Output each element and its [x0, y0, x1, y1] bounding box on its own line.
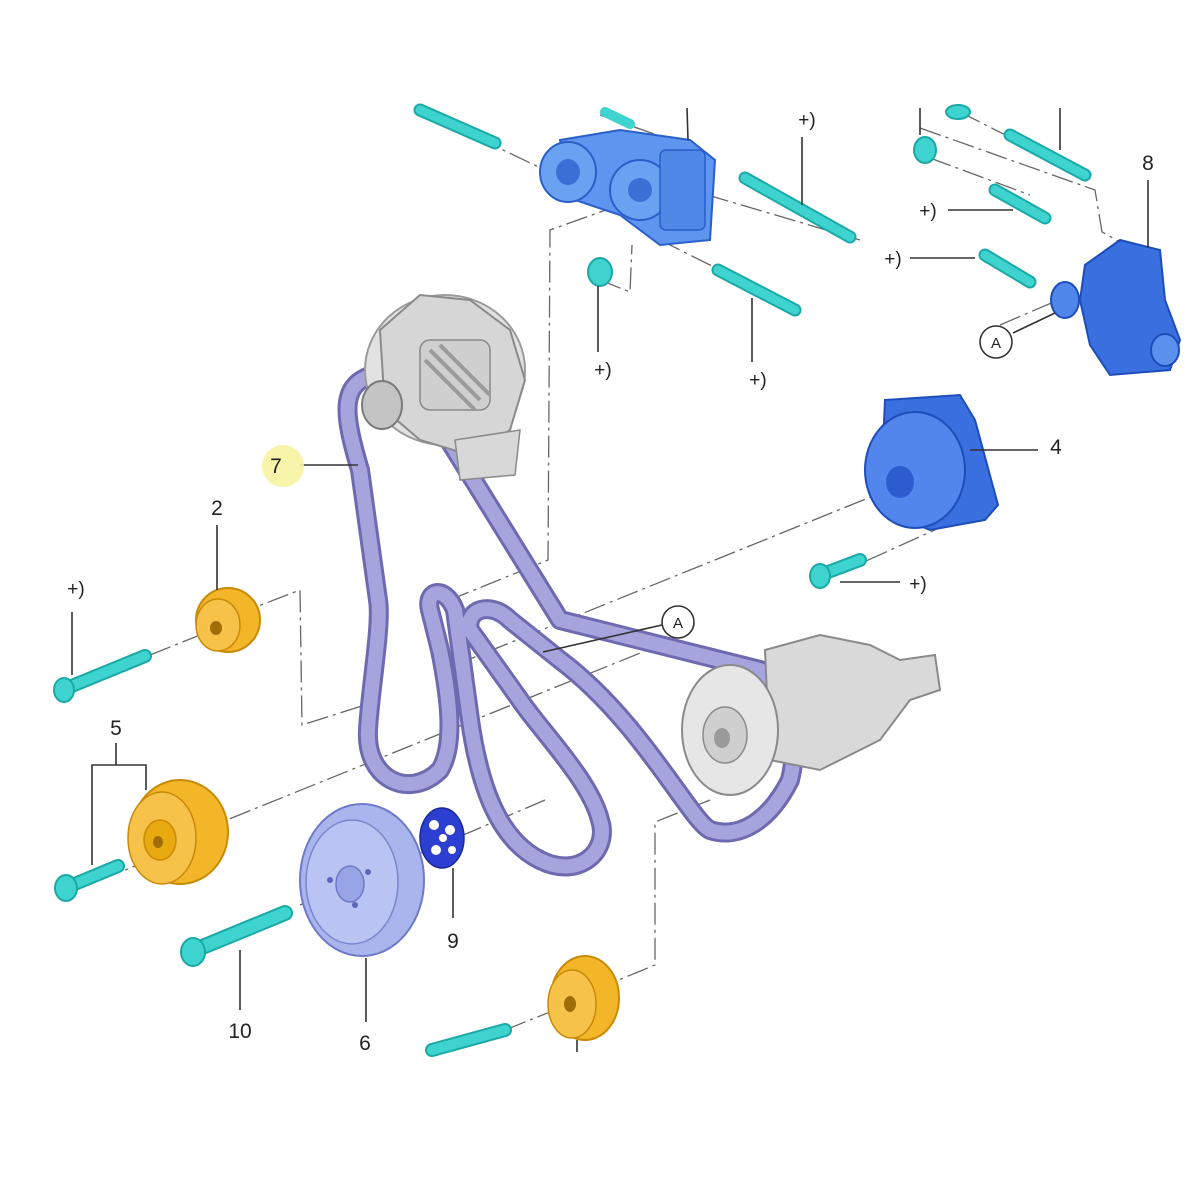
- plus-marker: +): [919, 201, 936, 222]
- water-pump-unit: [864, 393, 1000, 532]
- reference-marker-top: A: [979, 325, 1013, 359]
- leader-lines: [71, 107, 1149, 1052]
- top-bolts: [413, 103, 1092, 317]
- callout-10: 10: [228, 1020, 251, 1043]
- reference-letter: A: [673, 615, 683, 632]
- callout-numbers: 2 4 5 6 7 8 9 10: [110, 152, 1154, 1055]
- callout-6: 6: [359, 1032, 371, 1055]
- center-lines: [99, 107, 1139, 1031]
- plus-marker: +): [884, 249, 901, 270]
- bolt-water-pump: [809, 553, 867, 589]
- callout-8: 8: [1142, 152, 1154, 175]
- bolt-2: [53, 649, 152, 703]
- plus-marker: +): [749, 370, 766, 391]
- callout-7: 7: [270, 455, 282, 478]
- reference-marker-mid: A: [661, 605, 695, 639]
- spacer-plate-9: [419, 807, 465, 869]
- idler-pulley-bottom: [547, 955, 620, 1041]
- crankshaft-pulley: [299, 803, 425, 957]
- idler-pulley-2: [195, 587, 261, 653]
- bolt-5: [54, 859, 125, 902]
- bolt-bottom: [425, 1023, 512, 1057]
- callout-2: 2: [211, 497, 223, 520]
- callout-highlight: [262, 445, 304, 487]
- reference-letter: A: [991, 335, 1001, 352]
- plus-marker: +): [594, 360, 611, 381]
- idler-pulley-5: [127, 779, 229, 885]
- callout-5: 5: [110, 717, 122, 740]
- plus-marker: +): [67, 579, 84, 600]
- callout-4: 4: [1050, 436, 1062, 459]
- crank-bolt-10: [180, 905, 293, 967]
- plus-marker: +): [909, 574, 926, 595]
- water-pump-grey: [681, 633, 942, 796]
- poly-v-belt: [337, 362, 804, 877]
- plus-markers: +) +) +) +) +) +) +): [67, 110, 936, 600]
- tensioner-bracket-right: [1050, 238, 1182, 377]
- belt-tensioner-top: [539, 128, 717, 247]
- callout-9: 9: [447, 930, 459, 953]
- plus-marker: +): [798, 110, 815, 131]
- alternator: [361, 293, 527, 481]
